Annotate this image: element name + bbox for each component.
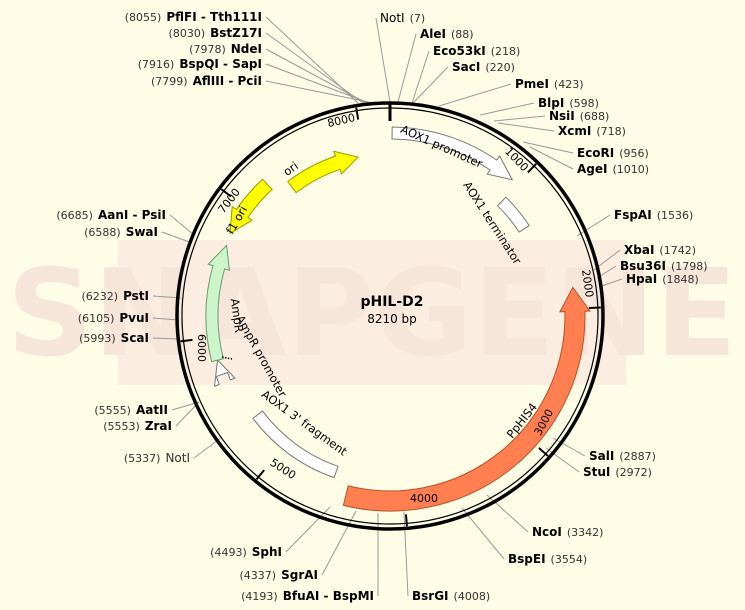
site-label-nsii[interactable]: NsiI(688) (549, 109, 609, 123)
plasmid-name: pHIL-D2 (360, 294, 423, 310)
scale-tick (180, 338, 193, 343)
scale-tick (220, 188, 232, 198)
site-label-xbai[interactable]: XbaI(1742) (624, 243, 696, 257)
watermark-box (118, 240, 626, 385)
site-leader-line (375, 17, 391, 103)
site-label-pvui[interactable]: (6105)PvuI (78, 311, 149, 325)
tick-label-4000: 4000 (410, 492, 438, 505)
site-leader-line (403, 511, 409, 597)
site-leader-line (265, 32, 364, 104)
site-label-swai[interactable]: (6588)SwaI (84, 225, 158, 239)
site-label-blpi[interactable]: BlpI(598) (538, 96, 599, 110)
site-label-noti[interactable]: NotI(7) (380, 11, 425, 25)
feature-aox1-terminator[interactable] (496, 196, 530, 233)
site-label-pflfi-tth111i[interactable]: (8055)PflFI - Tth111I (125, 10, 262, 24)
site-label-agei[interactable]: AgeI(1010) (577, 162, 649, 176)
site-label-zrai[interactable]: (5553)ZraI (103, 419, 172, 433)
feature-ori[interactable] (287, 150, 359, 194)
site-leader-line (152, 337, 179, 340)
site-label-bspei[interactable]: BspEI(3554) (508, 552, 587, 566)
tick-label-6000: 6000 (195, 334, 208, 362)
site-label-pmei[interactable]: PmeI(423) (515, 77, 584, 91)
site-label-afliii-pcii[interactable]: (7799)AflIII - PciI (151, 74, 262, 88)
site-label-bfuai-bspmi[interactable]: (4193)BfuAI - BspMI (241, 589, 374, 603)
site-label-noti-5337[interactable]: (5337)NotI (124, 451, 190, 465)
scale-ticks (180, 107, 601, 527)
site-leader-line (598, 278, 623, 288)
site-label-scai[interactable]: (5993)ScaI (79, 331, 149, 345)
feature-aox1-3-fragment[interactable] (252, 410, 339, 479)
site-label-sali[interactable]: SalI(2887) (589, 449, 656, 463)
site-label-sgrai[interactable]: (4337)SgrAI (240, 568, 318, 582)
tick-label-2000: 2000 (579, 269, 596, 299)
site-label-hpai[interactable]: HpaI(1848) (626, 272, 699, 286)
site-leader-line (552, 437, 586, 457)
site-leader-line (497, 122, 555, 132)
site-label-xcmi[interactable]: XcmI(718) (558, 124, 626, 138)
site-leader-line (479, 102, 535, 116)
feature-pphis4[interactable] (342, 286, 591, 512)
site-label-saci[interactable]: SacI(220) (452, 60, 515, 74)
site-label-fspai[interactable]: FspAI(1536) (614, 208, 693, 222)
restriction-sites: (8055)PflFI - Tth111I (8030)BstZ17I (797… (56, 10, 707, 603)
scale-tick (404, 514, 408, 527)
label-ampr: AmpR (228, 297, 247, 333)
site-leader-line (152, 317, 179, 321)
feature-f1-ori[interactable] (229, 178, 273, 235)
site-leader-line (493, 115, 546, 122)
site-leader-line (321, 510, 357, 576)
scale-tick (355, 107, 360, 120)
feature-ampr-promoter[interactable] (213, 358, 236, 387)
feature-ampr[interactable] (205, 244, 230, 363)
tick-label-8000: 8000 (326, 111, 356, 130)
site-leader-line (576, 214, 611, 237)
scale-tick (538, 447, 549, 457)
site-label-alei[interactable]: AleI(88) (420, 27, 474, 41)
site-leader-line (265, 48, 369, 105)
feature-aox1-promoter[interactable] (391, 126, 514, 181)
site-label-aani-psii[interactable]: (6685)AanI - PsiI (56, 208, 166, 222)
site-leader-line (169, 214, 195, 236)
site-leader-line (285, 506, 331, 553)
site-label-aatii[interactable]: (5555)AatII (94, 403, 168, 417)
site-label-stui[interactable]: StuI(2972) (583, 465, 652, 479)
site-label-psti[interactable]: (6232)PstI (81, 289, 149, 303)
plasmid-size: 8210 bp (367, 312, 417, 326)
site-label-bspqi-sapi[interactable]: (7916)BspQI - SapI (138, 57, 262, 71)
scale-tick (255, 469, 265, 481)
site-label-sphi[interactable]: (4493)SphI (210, 545, 282, 559)
site-leader-line (161, 231, 193, 244)
features (205, 126, 591, 512)
site-label-bsrgi[interactable]: BsrGI(4008) (412, 589, 490, 603)
site-leader-line (397, 33, 417, 103)
site-leader-line (529, 146, 574, 170)
site-leader-line (265, 63, 373, 105)
site-label-bstz17i[interactable]: (8030)BstZ17I (169, 26, 262, 40)
scale-tick (527, 163, 537, 174)
site-label-ncoi[interactable]: NcoI(3342) (532, 525, 603, 539)
site-leader-line (412, 66, 449, 104)
tick-label-5000: 5000 (268, 456, 299, 482)
site-leader-line (522, 141, 574, 154)
site-leader-line (411, 50, 430, 104)
site-leader-line (461, 507, 505, 560)
watermark: SNAPGENE (7, 245, 738, 384)
site-leader-line (438, 83, 512, 107)
site-label-ndei[interactable]: (7978)NdeI (189, 42, 262, 56)
site-leader-line (265, 80, 379, 105)
site-label-bsu36i[interactable]: Bsu36I(1798) (620, 259, 708, 273)
site-label-eco53ki[interactable]: Eco53kI(218) (433, 44, 520, 58)
site-leader-line (545, 447, 580, 473)
site-label-ecori[interactable]: EcoRI(956) (577, 146, 649, 160)
